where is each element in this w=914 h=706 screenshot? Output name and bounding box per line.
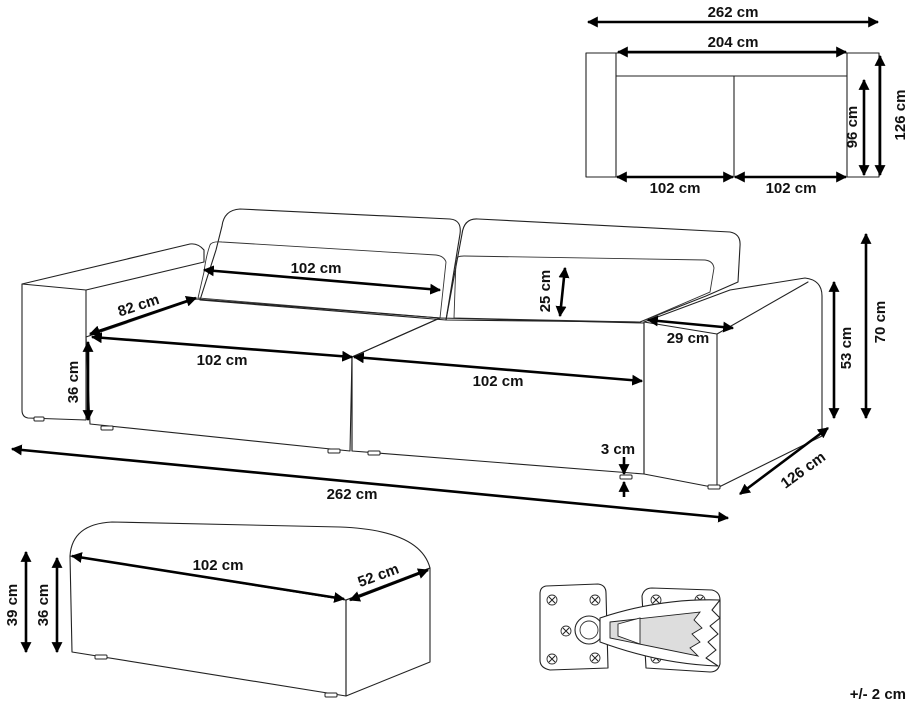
ottoman-depth-label: 52 cm — [356, 561, 402, 592]
backrest-height-arrow — [555, 266, 570, 318]
left-armrest — [21, 243, 205, 421]
seat-cushion-left — [85, 298, 441, 452]
connector-clip-icon — [539, 583, 721, 673]
seat-height-label: 36 cm — [65, 361, 82, 404]
seat-width-right-label: 102 cm — [473, 373, 524, 390]
total-width-arrow — [10, 444, 730, 523]
top-left-module-label: 102 cm — [650, 180, 701, 197]
seat-width-left-label: 102 cm — [197, 352, 248, 369]
top-view-outline — [585, 52, 880, 178]
ottoman-body-height-label: 36 cm — [35, 584, 52, 627]
ottoman-top — [69, 521, 431, 601]
ottoman-width-arrow — [70, 552, 346, 603]
ottoman-depth-arrow — [348, 568, 430, 602]
armrest-width-label: 29 cm — [667, 330, 710, 347]
top-seat-width-label: 204 cm — [708, 34, 759, 51]
back-cushion-left — [199, 208, 461, 321]
top-seat-depth-label: 96 cm — [844, 106, 861, 149]
back-pillow-left — [197, 241, 447, 319]
back-pillow-right — [453, 255, 715, 323]
total-depth-arrow — [739, 426, 829, 496]
seat-depth-arrow — [88, 295, 198, 337]
backrest-width-arrow — [202, 265, 442, 295]
total-width-label: 262 cm — [327, 486, 378, 503]
top-overall-width-label: 262 cm — [708, 4, 759, 21]
armrest-height-label: 53 cm — [838, 327, 855, 370]
sofa-perspective: 102 cm 25 cm 82 cm 102 cm 102 cm 36 cm 2… — [10, 208, 889, 523]
seat-depth-label: 82 cm — [116, 291, 162, 320]
total-height-label: 70 cm — [872, 301, 889, 344]
backrest-width-label: 102 cm — [291, 260, 342, 277]
top-overall-depth-label: 126 cm — [892, 90, 909, 141]
seat-width-left-arrow — [90, 332, 354, 362]
foot-height-label: 3 cm — [601, 441, 635, 458]
ottoman-total-height-label: 39 cm — [4, 584, 21, 627]
total-depth-label: 126 cm — [778, 449, 829, 493]
top-right-module-label: 102 cm — [766, 180, 817, 197]
top-view: 262 cm 204 cm 126 cm 96 cm 102 cm 102 cm — [585, 4, 909, 197]
armrest-width-arrow — [646, 315, 735, 333]
ottoman-width-label: 102 cm — [193, 557, 244, 574]
back-cushion-right — [445, 218, 741, 323]
ottoman-side — [345, 567, 431, 697]
backrest-height-label: 25 cm — [537, 270, 554, 313]
tolerance-note: +/- 2 cm — [850, 686, 906, 703]
seat-width-right-arrow — [352, 352, 644, 386]
ottoman: 102 cm 52 cm 39 cm 36 cm — [4, 521, 431, 698]
